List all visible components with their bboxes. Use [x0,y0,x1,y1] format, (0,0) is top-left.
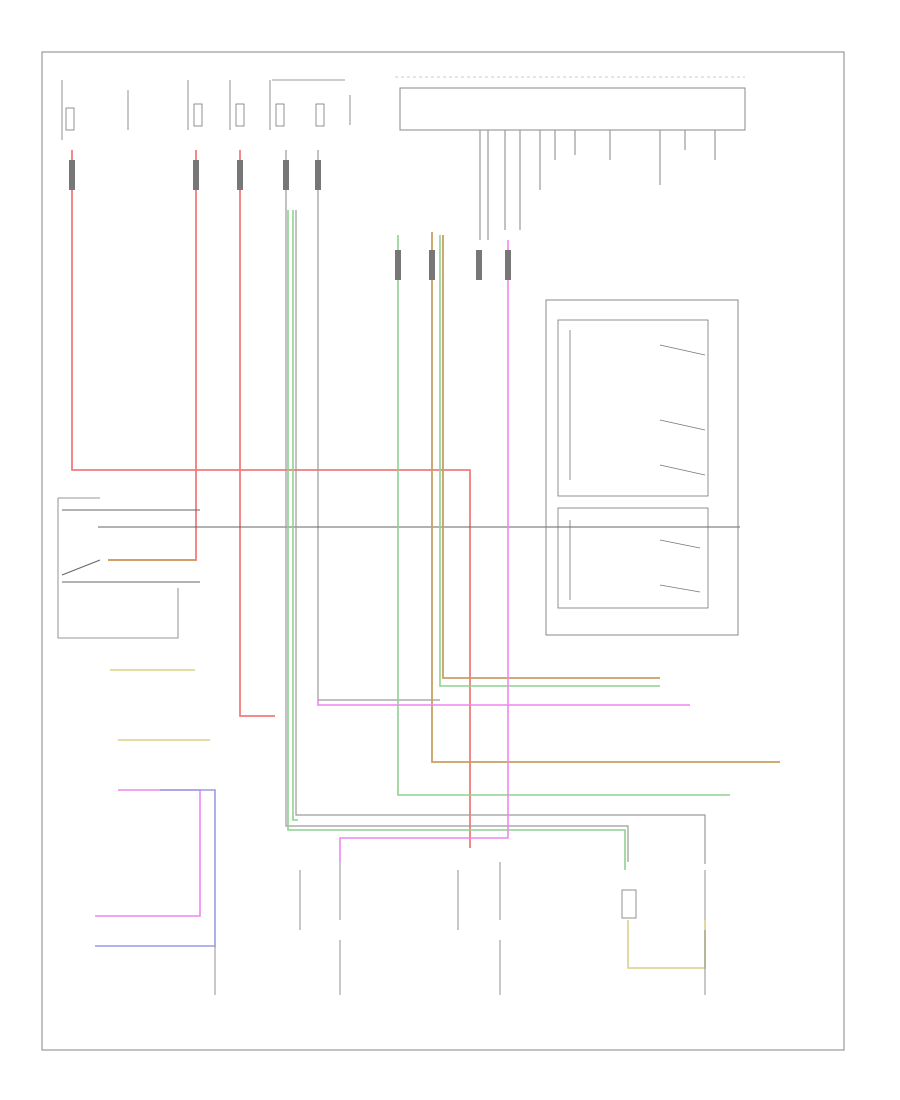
connector-marks [69,160,511,280]
diagram-border [41,51,845,1051]
orange-wires [108,232,780,763]
control-module-pins [479,130,716,240]
pink-wires [95,240,690,917]
fuse-block-top [61,79,351,140]
control-module-box [399,87,746,131]
left-switch-box [57,497,200,639]
bottom-components [214,862,706,995]
red-wires [71,150,471,848]
blue-wire [95,789,216,947]
gray-wires [98,150,740,864]
right-switch-assembly [545,299,739,636]
green-wires [287,210,730,870]
